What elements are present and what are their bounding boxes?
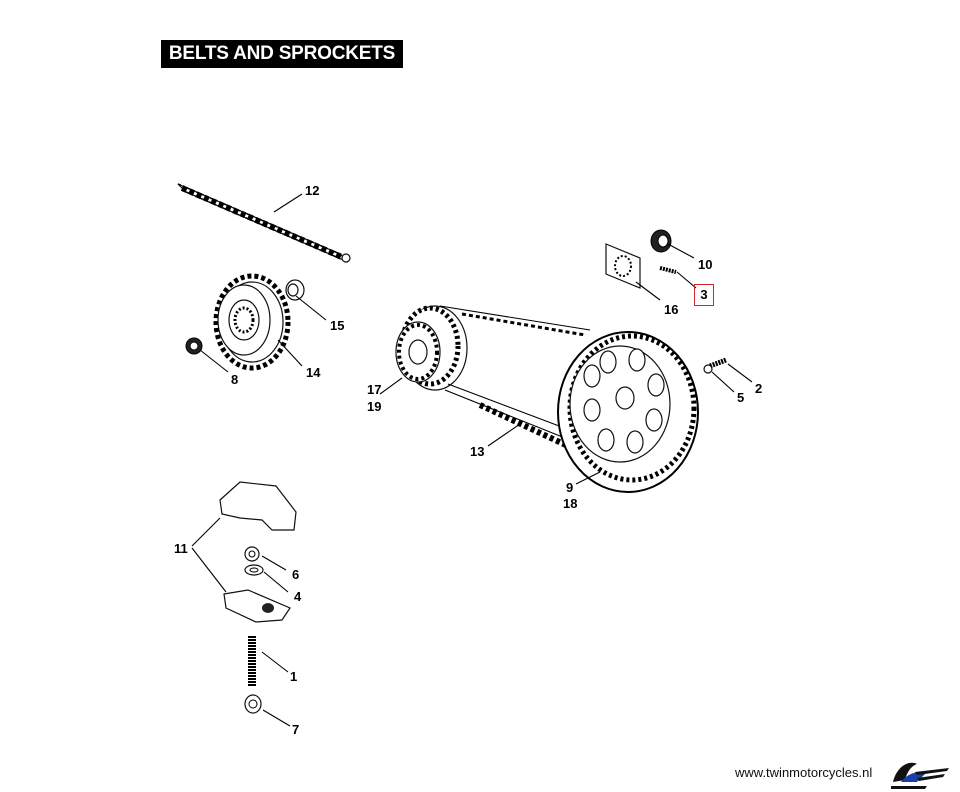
callout-5: 5 [737, 390, 744, 405]
callout-11: 11 [174, 541, 188, 556]
screw-part-3 [659, 266, 677, 274]
twin-motorcycles-logo-icon [891, 762, 949, 789]
washer-part-4 [244, 564, 264, 576]
footer-url: www.twinmotorcycles.nl [735, 765, 873, 780]
mount-bracket-part [219, 481, 297, 623]
nut-part-7 [244, 694, 262, 714]
drive-belt-part [439, 305, 591, 449]
callout-10: 10 [698, 257, 712, 272]
mounting-plate-part [605, 243, 641, 289]
primary-chain-part [177, 183, 351, 263]
callout-19: 19 [367, 399, 381, 414]
callout-15: 15 [330, 318, 344, 333]
callout-7: 7 [292, 722, 299, 737]
callout-4: 4 [294, 589, 302, 604]
transmission-sprocket-part [395, 305, 468, 391]
callout-18: 18 [563, 496, 577, 511]
callout-14: 14 [306, 365, 321, 380]
seal-part [650, 229, 672, 253]
page-title: BELTS AND SPROCKETS [161, 40, 403, 68]
callout-1: 1 [290, 669, 297, 684]
leader-lines [191, 193, 753, 727]
bolt-part-2 [703, 357, 727, 374]
callout-13: 13 [470, 444, 484, 459]
callout-12: 12 [305, 183, 319, 198]
spacer-part [285, 279, 305, 301]
nut-part-8 [185, 337, 203, 355]
callout-9: 9 [566, 480, 573, 495]
callout-3-hotspot[interactable]: 3 [694, 284, 714, 306]
callout-2: 2 [755, 381, 762, 396]
callout-3: 3 [700, 287, 708, 302]
callout-8: 8 [231, 372, 238, 387]
callout-17: 17 [367, 382, 381, 397]
nut-part-6 [244, 546, 260, 562]
callout-16: 16 [664, 302, 678, 317]
rear-pulley-part [557, 331, 699, 493]
engine-sprocket-part [213, 273, 291, 371]
callout-6: 6 [292, 567, 299, 582]
